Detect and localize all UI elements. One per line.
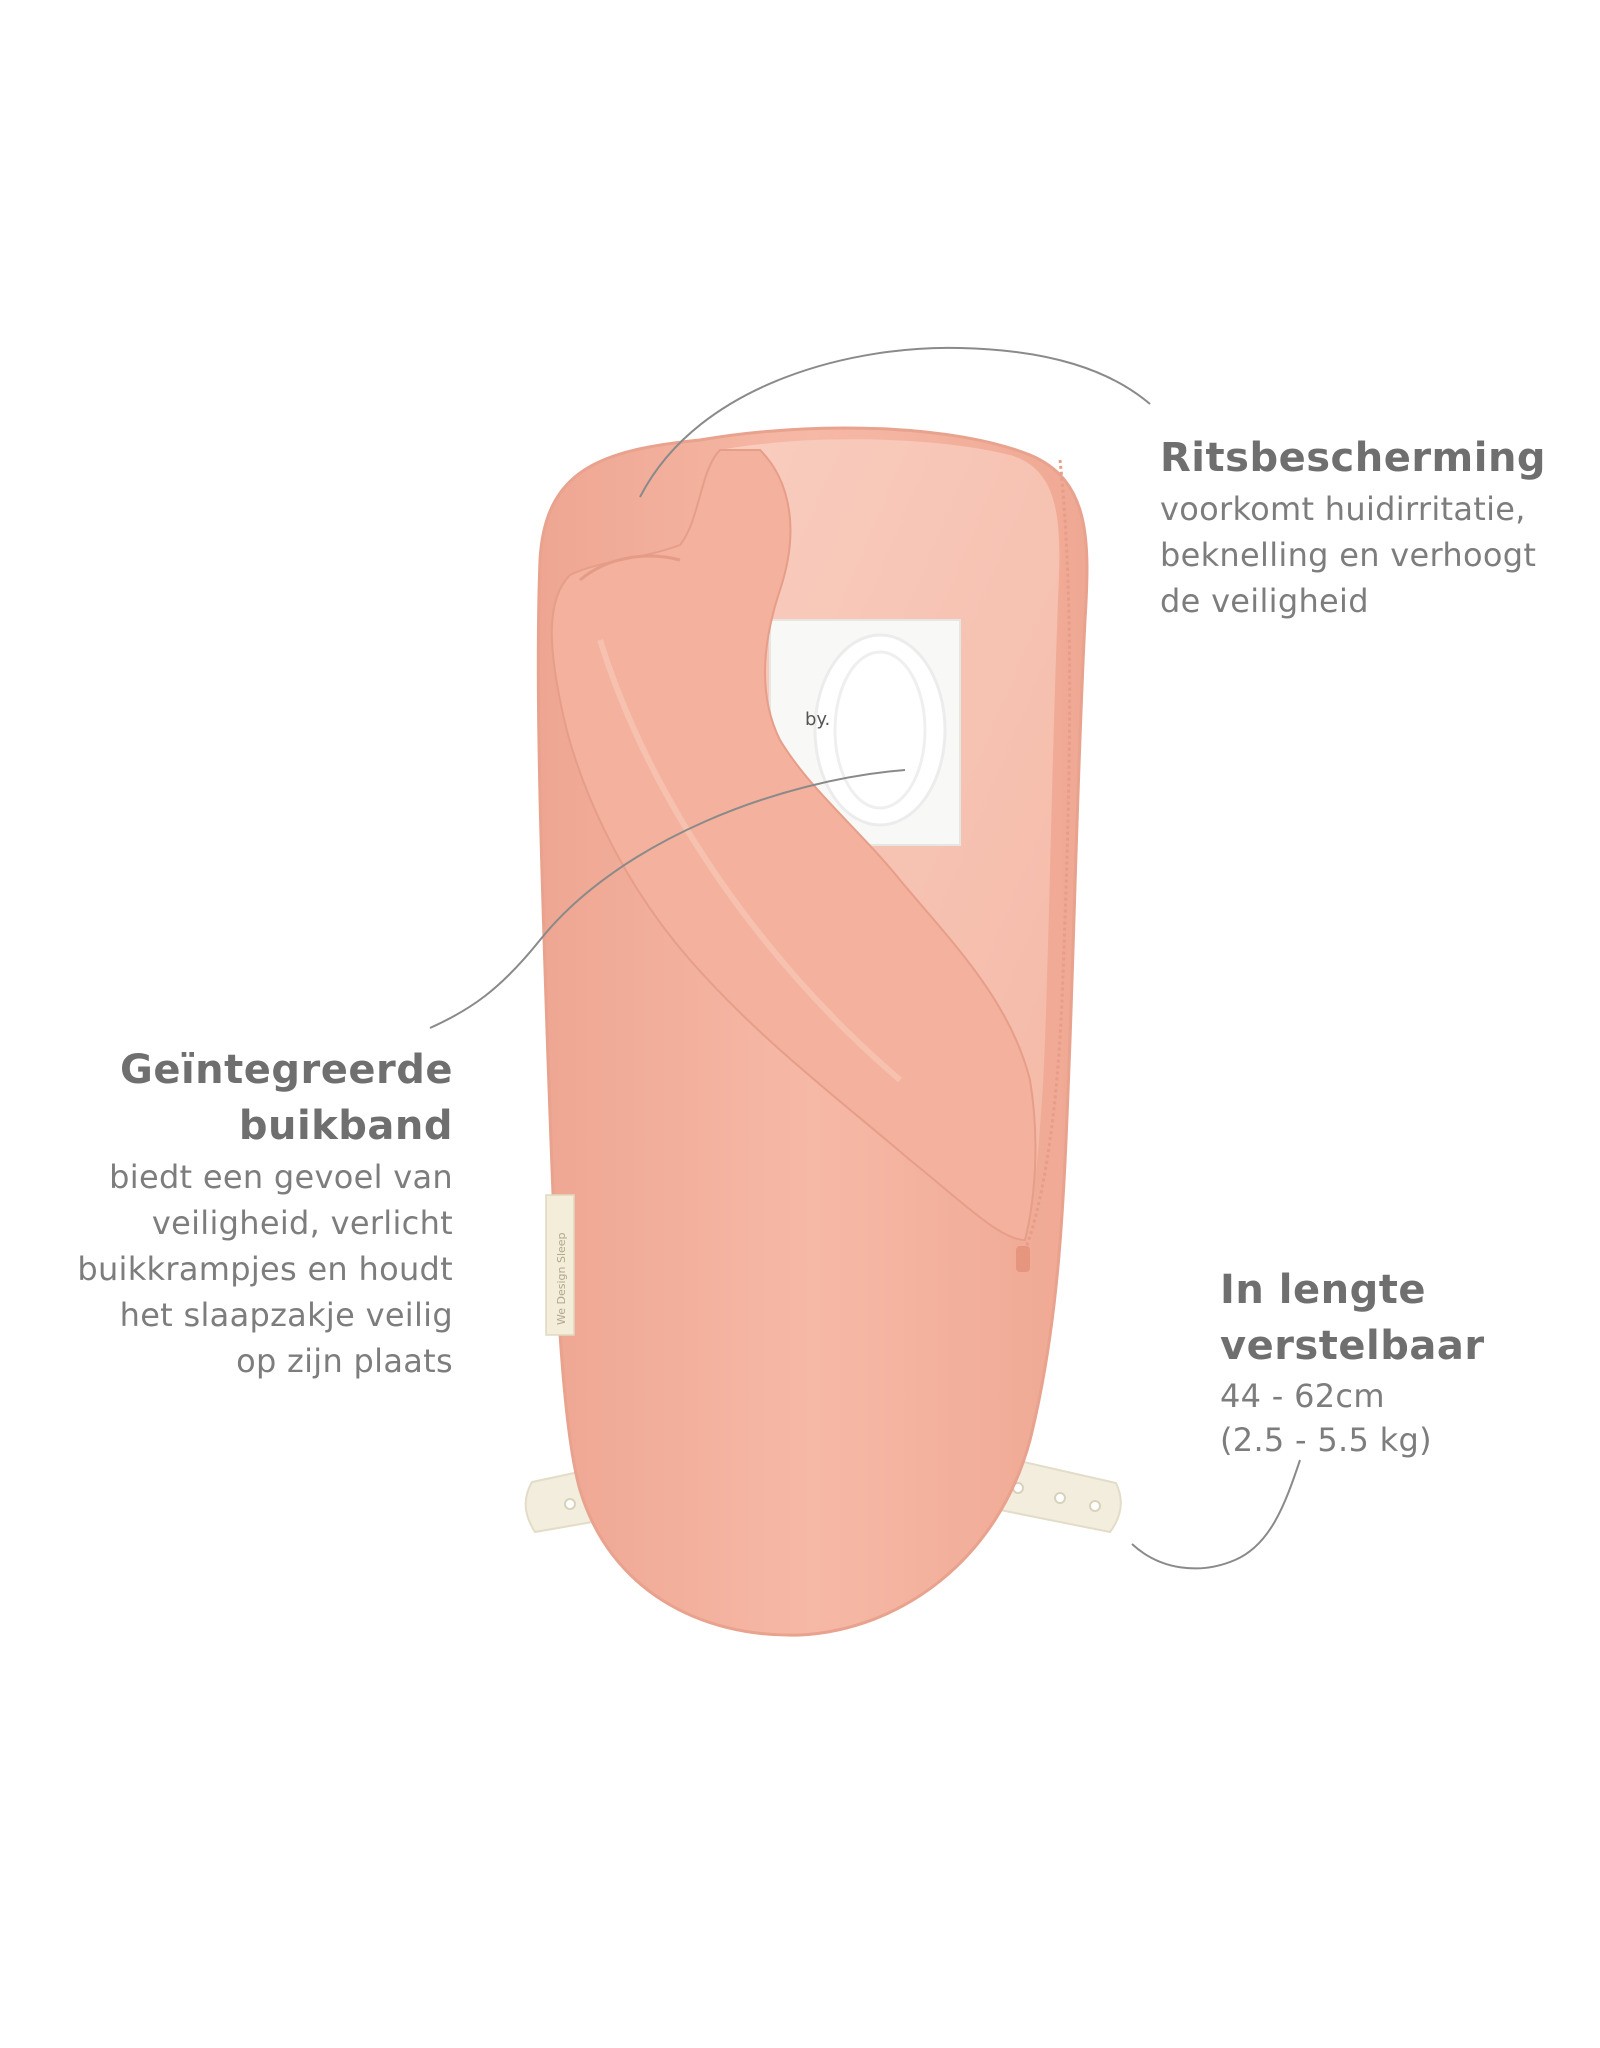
heading-line: verstelbaar — [1220, 1323, 1485, 1369]
heading-line: In lengte — [1220, 1267, 1426, 1313]
description-line: de veiligheid — [1160, 582, 1369, 620]
length-leader-line — [1131, 1459, 1301, 1570]
belly-band-callout: Geïntegreerde buikband biedt een gevoel … — [77, 1042, 453, 1384]
zipper-protection-description: voorkomt huidirritatie, beknelling en ve… — [1160, 486, 1546, 624]
zipper-leader-line — [639, 346, 1151, 498]
right-strap — [998, 1458, 1122, 1534]
zipper-protection-callout: Ritsbescherming voorkomt huidirritatie, … — [1160, 430, 1546, 624]
heading-line: buikband — [238, 1103, 453, 1149]
belly-leader-line — [429, 769, 906, 1029]
zipper-pull — [1016, 1246, 1030, 1272]
zipper-track — [1023, 459, 1072, 1251]
description-line: op zijn plaats — [236, 1342, 453, 1380]
length-adjustable-callout: In lengte verstelbaar 44 - 62cm (2.5 - 5… — [1220, 1262, 1485, 1462]
label-brand-text: by. — [805, 709, 830, 730]
belly-band-flap — [550, 449, 1037, 1242]
zipper-protection-heading: Ritsbescherming — [1160, 435, 1547, 481]
description-line: biedt een gevoel van — [109, 1158, 453, 1196]
length-adjustable-heading: In lengte verstelbaar — [1220, 1262, 1485, 1374]
description-line: voorkomt huidirritatie, — [1160, 490, 1526, 528]
description-line: buikkrampjes en houdt — [77, 1250, 453, 1288]
belly-band-heading: Geïntegreerde buikband — [77, 1042, 453, 1154]
heading-line: Geïntegreerde — [119, 1047, 453, 1093]
description-line: beknelling en verhoogt — [1160, 536, 1537, 574]
side-tag: We Design Sleep — [545, 1194, 575, 1336]
belly-band-description: biedt een gevoel van veiligheid, verlich… — [77, 1154, 453, 1384]
description-line: 44 - 62cm — [1220, 1377, 1385, 1415]
description-line: (2.5 - 5.5 kg) — [1220, 1421, 1432, 1459]
length-adjustable-description: 44 - 62cm (2.5 - 5.5 kg) — [1220, 1374, 1485, 1462]
description-line: het slaapzakje veilig — [119, 1296, 453, 1334]
side-tag-text: We Design Sleep — [555, 1232, 568, 1325]
description-line: veiligheid, verlicht — [151, 1204, 453, 1242]
